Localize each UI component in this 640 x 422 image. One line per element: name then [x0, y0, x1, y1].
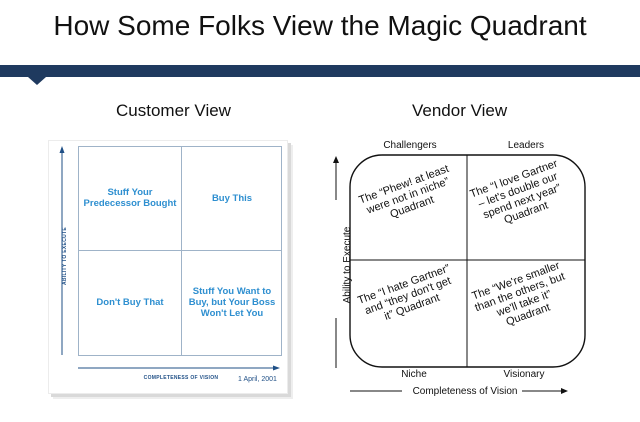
vendor-x-axis-label: Completeness of Vision	[412, 386, 518, 397]
customer-quadrant-top-right: Buy This	[211, 192, 253, 204]
vendor-label-leaders: Leaders	[507, 140, 545, 151]
customer-y-arrowhead	[59, 146, 65, 153]
customer-grid-horizontal-divider	[79, 250, 281, 251]
customer-quadrant-bottom-left: Don't Buy That	[96, 296, 164, 308]
customer-quadrant-bottom-right: Stuff You Want to Buy, but Your Boss Won…	[188, 285, 276, 319]
customer-quadrant-top-left: Stuff Your Predecessor Bought	[83, 187, 177, 209]
banner-notch	[28, 77, 46, 85]
vendor-label-challengers: Challengers	[383, 140, 437, 151]
customer-view-heading: Customer View	[116, 101, 231, 120]
vendor-x-arrowhead	[561, 388, 568, 394]
vendor-y-arrowhead	[333, 156, 339, 163]
customer-x-arrowhead	[273, 365, 280, 371]
vendor-y-axis-label: Ability to Execute	[342, 226, 353, 304]
title-banner	[0, 65, 640, 77]
customer-view-card	[48, 140, 288, 394]
customer-quadrant-grid: Stuff Your Predecessor Bought Buy This D…	[78, 146, 282, 356]
vendor-label-visionary: Visionary	[503, 369, 545, 380]
vendor-view-heading: Vendor View	[412, 101, 508, 120]
customer-date: 1 April, 2001	[238, 376, 277, 383]
vendor-label-niche: Niche	[401, 369, 427, 380]
page-title: How Some Folks View the Magic Quadrant	[53, 10, 587, 41]
customer-x-axis-label: COMPLETENESS OF VISION	[143, 375, 219, 381]
customer-grid-vertical-divider	[181, 147, 182, 355]
